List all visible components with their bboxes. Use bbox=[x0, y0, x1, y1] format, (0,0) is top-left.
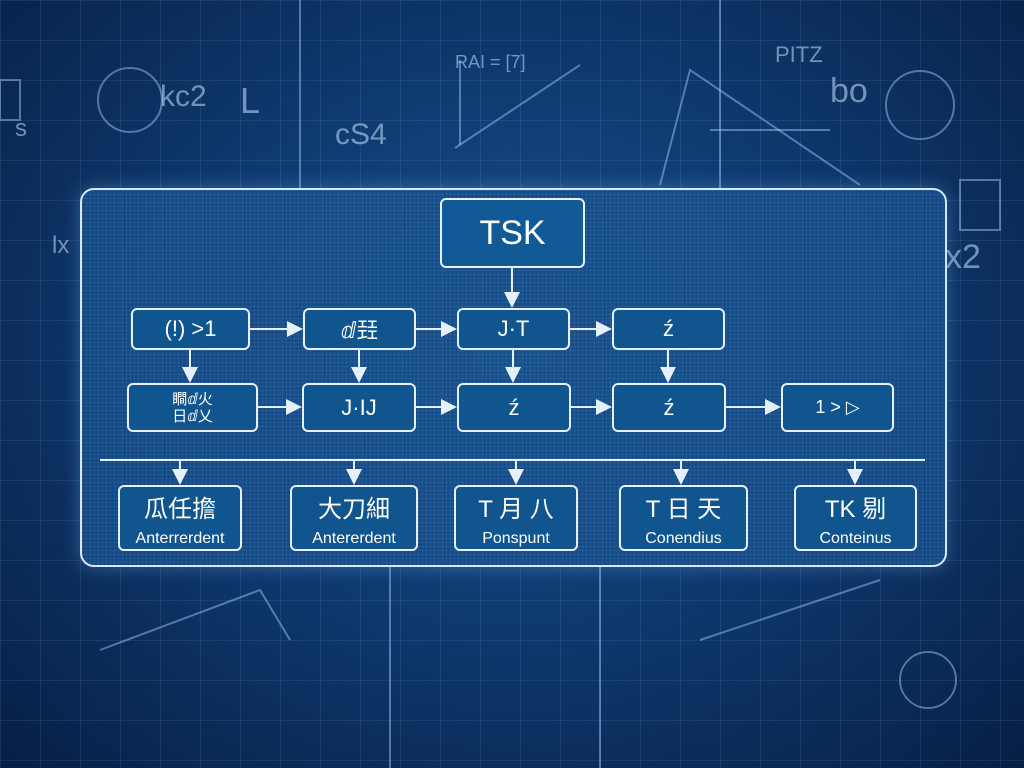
node-line: 日ⅆ乂 bbox=[172, 407, 213, 425]
node-subtitle: Conteinus bbox=[819, 529, 892, 547]
node-title: 瓜任擔 bbox=[144, 495, 216, 523]
node-title: T 月 八 bbox=[478, 495, 554, 523]
node-line: 瞷ⅆ火 bbox=[172, 390, 213, 408]
row2-node[interactable]: J·IJ bbox=[302, 383, 416, 432]
row2-node[interactable]: 瞷ⅆ火 日ⅆ乂 bbox=[127, 383, 258, 432]
node-title: T 日 天 bbox=[645, 495, 722, 523]
output-node[interactable]: TK 剔 Conteinus bbox=[794, 485, 917, 551]
output-node[interactable]: T 日 天 Conendius bbox=[619, 485, 748, 551]
row1-node[interactable]: ź bbox=[612, 308, 725, 350]
bg-label: PITZ bbox=[775, 42, 823, 67]
bg-label: L bbox=[240, 80, 261, 121]
row1-node[interactable]: (!) >1 bbox=[131, 308, 250, 350]
output-node[interactable]: 瓜任擔 Anterrerdent bbox=[118, 485, 242, 551]
title-node[interactable]: TSK bbox=[440, 198, 585, 268]
row2-node[interactable]: ź bbox=[457, 383, 571, 432]
bg-label: bo bbox=[830, 72, 868, 110]
row2-node[interactable]: ź bbox=[612, 383, 726, 432]
node-subtitle: Conendius bbox=[645, 529, 722, 547]
node-subtitle: Antererdent bbox=[312, 529, 396, 547]
bg-label: cS4 bbox=[335, 118, 387, 151]
node-subtitle: Anterrerdent bbox=[135, 529, 225, 547]
bg-label: kc2 bbox=[160, 80, 207, 113]
node-title: 大刀細 bbox=[318, 495, 390, 523]
node-title: TK 剔 bbox=[824, 495, 887, 523]
bg-label: s bbox=[15, 115, 27, 142]
bg-label: x2 bbox=[945, 238, 981, 276]
row1-node[interactable]: J·T bbox=[457, 308, 570, 350]
bg-label: RAI = [7] bbox=[455, 52, 526, 72]
node-subtitle: Ponspunt bbox=[482, 529, 550, 547]
bg-label: lx bbox=[52, 232, 70, 259]
row2-node[interactable]: 1 > ▷ bbox=[781, 383, 894, 432]
output-node[interactable]: T 月 八 Ponspunt bbox=[454, 485, 578, 551]
output-node[interactable]: 大刀細 Antererdent bbox=[290, 485, 418, 551]
row1-node[interactable]: ⅆ㠭 bbox=[303, 308, 416, 350]
